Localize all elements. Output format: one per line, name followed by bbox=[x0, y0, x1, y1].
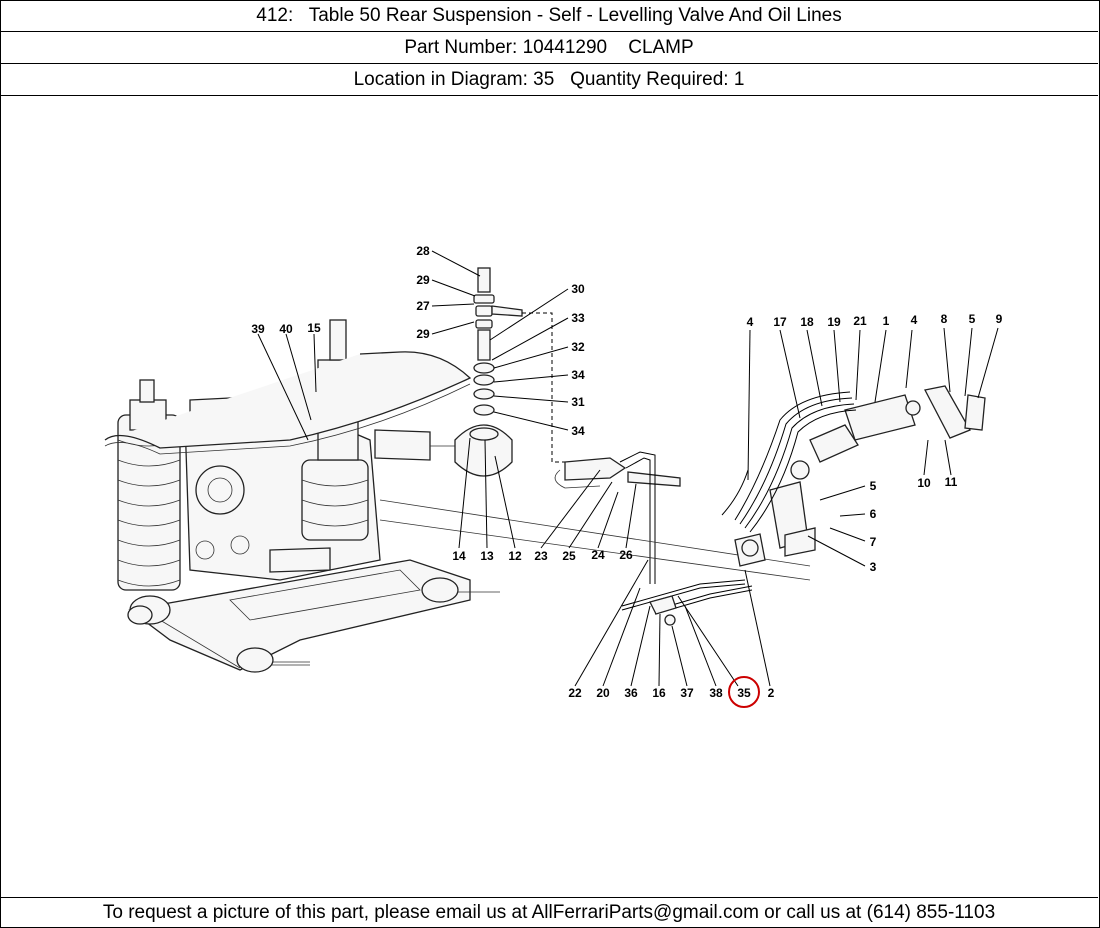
callout-2: 2 bbox=[768, 686, 775, 700]
callout-5: 5 bbox=[870, 479, 877, 493]
callout-38: 38 bbox=[709, 686, 723, 700]
callout-25: 25 bbox=[562, 549, 576, 563]
callout-10: 10 bbox=[917, 476, 931, 490]
callout-7: 7 bbox=[870, 535, 877, 549]
callout-26: 26 bbox=[619, 548, 633, 562]
oil-line-left bbox=[104, 351, 472, 449]
callout-18: 18 bbox=[800, 315, 814, 329]
callout-12: 12 bbox=[508, 549, 522, 563]
callout-34: 34 bbox=[571, 368, 585, 382]
callout-30: 30 bbox=[571, 282, 585, 296]
highlight-circle bbox=[728, 676, 760, 708]
valve-stack-drawing bbox=[454, 267, 590, 477]
right-shock-drawing bbox=[649, 385, 986, 626]
callout-22: 22 bbox=[568, 686, 582, 700]
callout-3: 3 bbox=[870, 560, 877, 574]
diagram-svg: 28 29 27 29 30 33 32 34 31 34 39 40 15 1… bbox=[104, 244, 1003, 708]
callout-9: 9 bbox=[996, 312, 1003, 326]
parts-diagram: 28 29 27 29 30 33 32 34 31 34 39 40 15 1… bbox=[0, 96, 1098, 896]
callout-29: 29 bbox=[416, 327, 430, 341]
callout-39: 39 bbox=[251, 322, 265, 336]
contact-footer: To request a picture of this part, pleas… bbox=[0, 897, 1098, 927]
callout-6: 6 bbox=[870, 507, 877, 521]
callout-19: 19 bbox=[827, 315, 841, 329]
leader-lines bbox=[257, 250, 999, 687]
callout-28: 28 bbox=[416, 244, 430, 258]
callout-13: 13 bbox=[480, 549, 494, 563]
callout-16: 16 bbox=[652, 686, 666, 700]
callout-33: 33 bbox=[571, 311, 585, 325]
page-title: 412: Table 50 Rear Suspension - Self - L… bbox=[0, 0, 1098, 32]
callout-20: 20 bbox=[596, 686, 610, 700]
callout-15: 15 bbox=[307, 321, 321, 335]
location-quantity: Location in Diagram: 35 Quantity Require… bbox=[0, 64, 1098, 96]
callout-4: 4 bbox=[911, 313, 918, 327]
callout-5: 5 bbox=[969, 312, 976, 326]
callout-27: 27 bbox=[416, 299, 430, 313]
callout-34: 34 bbox=[571, 424, 585, 438]
callout-1: 1 bbox=[883, 314, 890, 328]
callout-8: 8 bbox=[941, 312, 948, 326]
callout-labels: 28 29 27 29 30 33 32 34 31 34 39 40 15 1… bbox=[251, 244, 1002, 700]
callout-40: 40 bbox=[279, 322, 293, 336]
callout-31: 31 bbox=[571, 395, 585, 409]
callout-4: 4 bbox=[747, 315, 754, 329]
callout-17: 17 bbox=[773, 315, 787, 329]
valve-pipes-drawing bbox=[379, 451, 811, 615]
callout-35-highlighted: 35 bbox=[737, 686, 751, 700]
callout-36: 36 bbox=[624, 686, 638, 700]
callout-32: 32 bbox=[571, 340, 585, 354]
callout-29: 29 bbox=[416, 273, 430, 287]
callout-24: 24 bbox=[591, 548, 605, 562]
callout-11: 11 bbox=[945, 475, 958, 489]
callout-14: 14 bbox=[452, 549, 466, 563]
callout-37: 37 bbox=[680, 686, 694, 700]
callout-21: 21 bbox=[853, 314, 867, 328]
callout-23: 23 bbox=[534, 549, 548, 563]
part-number: Part Number: 10441290 CLAMP bbox=[0, 32, 1098, 64]
